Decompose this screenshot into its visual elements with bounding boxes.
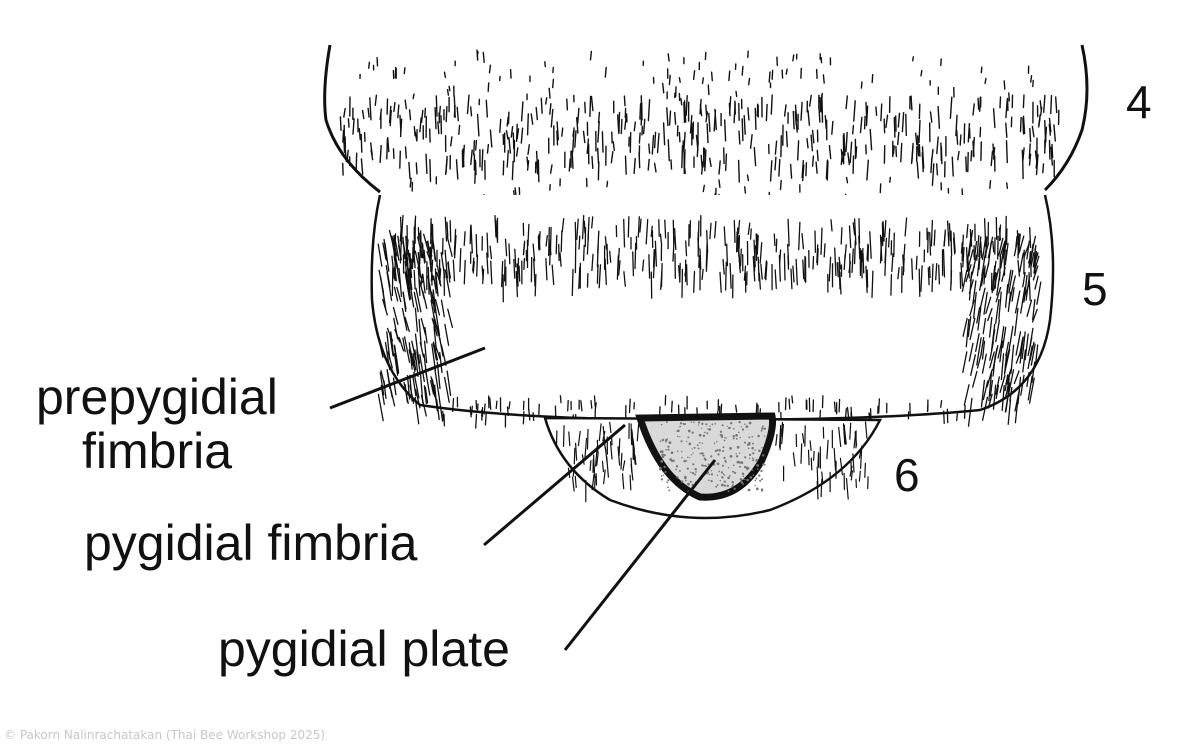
image-credit: © Pakorn Nalinrachatakan (Thai Bee Works… [4, 728, 326, 742]
segment-number-5: 5 [1082, 263, 1108, 315]
leader-line-pygidial-fimbria [483, 423, 626, 547]
pygidial-plate-shape [635, 412, 776, 501]
leader-line-pygidial-plate [563, 459, 717, 651]
label-prepygidial-line2: fimbria [82, 423, 233, 479]
tergum-5 [370, 194, 1055, 429]
label-pygidial-fimbria: pygidial fimbria [84, 515, 418, 571]
tergum-4 [323, 44, 1089, 228]
label-pygidial-plate: pygidial plate [218, 621, 510, 677]
segment-number-6: 6 [894, 449, 920, 501]
segment-number-4: 4 [1126, 76, 1152, 128]
leader-line-prepygidial [329, 346, 486, 410]
label-prepygidial-line1: prepygidial [36, 369, 278, 425]
tergum-6 [543, 412, 883, 520]
